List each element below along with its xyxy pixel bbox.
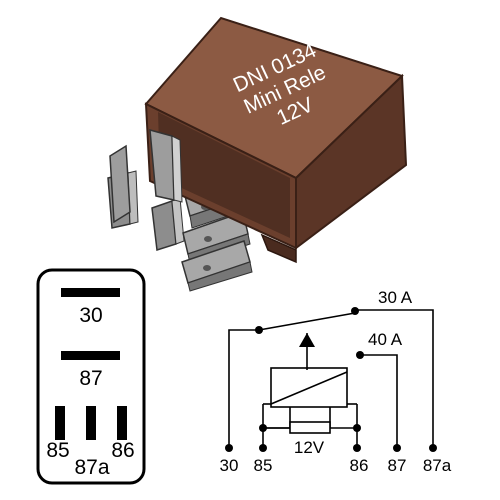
wiring-schematic: [228, 309, 434, 448]
pin-87-blade: [61, 351, 120, 360]
terminal-30-label: 30: [220, 456, 239, 475]
pin-86-blade: [117, 406, 127, 440]
coil-lead-left: [263, 407, 291, 429]
line-87a: [355, 309, 434, 448]
pin-85-blade: [55, 406, 65, 440]
terminal-86-label: 86: [350, 456, 369, 475]
actuator-arrow-icon: [299, 333, 315, 347]
terminal-85-label: 85: [254, 456, 273, 475]
pin-footprint: 30 87 85 86 87a: [36, 268, 146, 485]
resistor: [289, 421, 331, 434]
pin-87a-blade: [86, 406, 96, 440]
pin-85-label: 85: [46, 439, 69, 462]
coil-box: [270, 367, 348, 408]
coil-diagonal: [270, 371, 348, 405]
relay-housing: [144, 16, 408, 264]
footprint-outline: [36, 268, 146, 485]
current-40a-label: 40 A: [368, 330, 403, 349]
terminal-87a-label: 87a: [423, 456, 452, 475]
coil-lead-right: [329, 407, 357, 429]
schematic-nodes: [225, 307, 437, 452]
relay-body: DNI 0134 Mini Rele 12V: [107, 16, 408, 292]
pin-30-blade: [61, 288, 120, 297]
pin-86-label: 86: [111, 439, 134, 462]
pin-87-label: 87: [79, 367, 102, 390]
current-30a-label: 30 A: [378, 288, 413, 307]
line-30: [228, 329, 259, 448]
relay-front-terminals: [109, 128, 183, 224]
coil-voltage-label: 12V: [294, 438, 325, 457]
pin-87a-label: 87a: [74, 456, 109, 479]
pin-30-label: 30: [79, 304, 102, 327]
terminal-87-label: 87: [388, 456, 407, 475]
line-87: [360, 354, 398, 448]
switch-arm: [258, 312, 356, 331]
